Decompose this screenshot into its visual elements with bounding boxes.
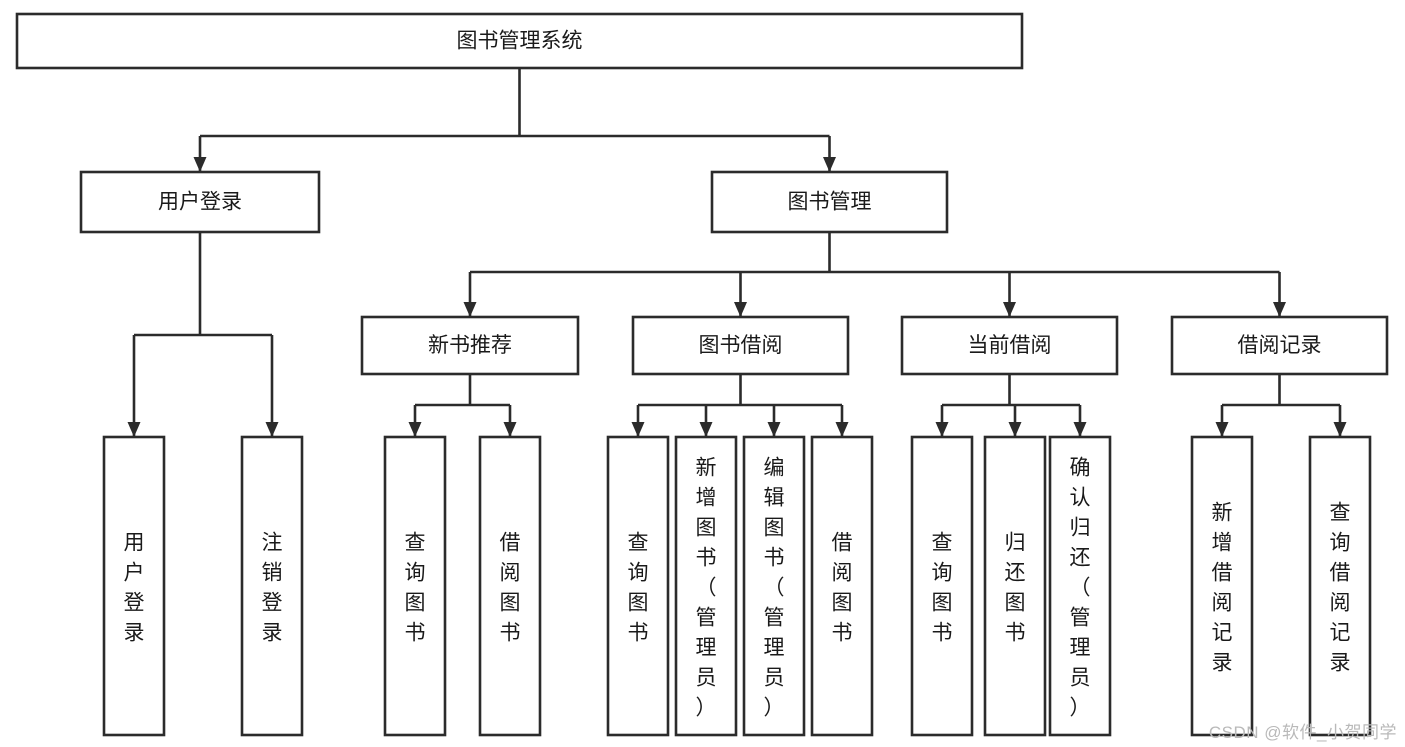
node-label: 借阅图书 — [500, 531, 521, 644]
node-box — [742, 435, 806, 737]
node-box — [1308, 435, 1372, 737]
node-label: 查询图书 — [628, 531, 649, 644]
diagram-node-newbook-1[interactable]: 查询图书 — [383, 435, 447, 737]
node-label: 借阅图书 — [832, 531, 853, 644]
node-label: 注销登录 — [262, 531, 283, 644]
arrow-head-icon — [1273, 302, 1286, 317]
node-box — [1048, 435, 1112, 737]
arrow-head-icon — [193, 157, 207, 172]
node-label: 查询借阅记录 — [1330, 501, 1351, 674]
arrow-head-icon — [1333, 422, 1347, 437]
arrow-head-icon — [767, 422, 781, 437]
arrow-head-icon — [1008, 422, 1022, 437]
arrow-head-icon — [699, 422, 713, 437]
diagram-node-newbook[interactable]: 新书推荐 — [360, 315, 580, 376]
node-box — [1170, 315, 1389, 376]
node-label: 图书管理 — [788, 191, 872, 214]
arrow-head-icon — [734, 302, 747, 317]
arrow-head-icon — [408, 422, 422, 437]
node-box — [606, 435, 670, 737]
arrow-head-icon — [503, 422, 517, 437]
node-box — [15, 12, 1024, 70]
arrow-head-icon — [935, 422, 949, 437]
node-box — [240, 435, 304, 737]
arrow-head-icon — [823, 157, 836, 172]
diagram-node-current-2[interactable]: 归还图书 — [983, 435, 1047, 737]
diagram-node-current[interactable]: 当前借阅 — [900, 315, 1119, 376]
node-label: 当前借阅 — [968, 334, 1052, 357]
node-label: 图书借阅 — [699, 334, 783, 357]
node-label: 新书推荐 — [428, 334, 512, 357]
diagram-node-borrow-1[interactable]: 查询图书 — [606, 435, 670, 737]
node-label: 归还图书 — [1005, 531, 1026, 644]
node-label: 用户登录 — [124, 531, 145, 644]
node-box — [383, 435, 447, 737]
node-box — [79, 170, 321, 234]
node-box — [478, 435, 542, 737]
diagram-node-borrow[interactable]: 图书借阅 — [631, 315, 850, 376]
arrow-head-icon — [1073, 422, 1087, 437]
diagram-node-record[interactable]: 借阅记录 — [1170, 315, 1389, 376]
arrow-head-icon — [265, 422, 279, 437]
node-label: 借阅记录 — [1238, 334, 1322, 357]
node-box — [1190, 435, 1254, 737]
node-box — [102, 435, 166, 737]
diagram-node-borrow-4[interactable]: 借阅图书 — [810, 435, 874, 737]
diagram-node-login[interactable]: 用户登录 — [79, 170, 321, 234]
node-box — [631, 315, 850, 376]
node-label: 新增借阅记录 — [1212, 501, 1233, 674]
node-label: 查询图书 — [932, 531, 953, 644]
node-box — [674, 435, 738, 737]
node-label: 图书管理系统 — [457, 30, 583, 53]
arrow-head-icon — [127, 422, 141, 437]
arrow-head-icon — [1215, 422, 1229, 437]
node-label: 查询图书 — [405, 531, 426, 644]
diagram-node-current-1[interactable]: 查询图书 — [910, 435, 974, 737]
diagram-node-login-2[interactable]: 注销登录 — [240, 435, 304, 737]
node-box — [710, 170, 949, 234]
node-box — [360, 315, 580, 376]
node-label: 确认归还（管理员） — [1070, 456, 1091, 719]
arrow-head-icon — [1003, 302, 1016, 317]
node-box — [900, 315, 1119, 376]
arrow-head-icon — [463, 302, 477, 317]
connector-layer — [127, 68, 1347, 437]
arrow-head-icon — [835, 422, 849, 437]
diagram-node-bookmgmt[interactable]: 图书管理 — [710, 170, 949, 234]
diagram-node-record-2[interactable]: 查询借阅记录 — [1308, 435, 1372, 737]
csdn-watermark: CSDN @软件_小贺同学 — [1208, 723, 1397, 742]
node-layer: 图书管理系统用户登录图书管理新书推荐图书借阅当前借阅借阅记录用户登录注销登录查询… — [15, 12, 1389, 737]
node-box — [810, 435, 874, 737]
node-label: 用户登录 — [158, 191, 242, 214]
node-box — [910, 435, 974, 737]
diagram-node-root[interactable]: 图书管理系统 — [15, 12, 1024, 70]
diagram-node-current-3[interactable]: 确认归还（管理员） — [1048, 435, 1112, 737]
diagram-node-borrow-3[interactable]: 编辑图书（管理员） — [742, 435, 806, 737]
node-box — [983, 435, 1047, 737]
node-label: 编辑图书（管理员） — [764, 456, 785, 719]
diagram-node-newbook-2[interactable]: 借阅图书 — [478, 435, 542, 737]
arrow-head-icon — [631, 422, 645, 437]
diagram-node-borrow-2[interactable]: 新增图书（管理员） — [674, 435, 738, 737]
node-label: 新增图书（管理员） — [696, 456, 717, 719]
diagram-node-login-1[interactable]: 用户登录 — [102, 435, 166, 737]
diagram-node-record-1[interactable]: 新增借阅记录 — [1190, 435, 1254, 737]
